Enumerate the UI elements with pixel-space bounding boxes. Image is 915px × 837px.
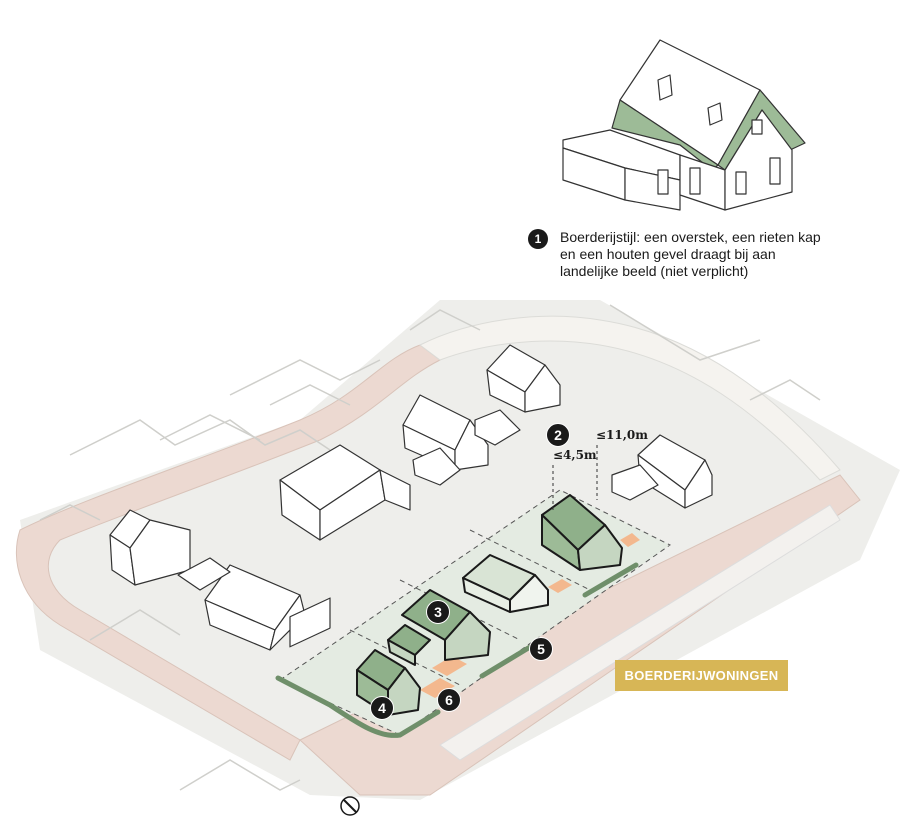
hedges [275, 562, 639, 738]
white-houses [109, 344, 713, 651]
marker-6: 6 [437, 688, 461, 712]
road-upper [419, 315, 841, 481]
category-tag: BOERDERIJWONINGEN [615, 660, 788, 691]
parcel-outlines [39, 304, 821, 791]
caption-text: Boerderijstijl: een overstek, een rieten… [560, 229, 821, 279]
ridge-height-label: ≤11,0m [596, 428, 648, 442]
farmhouse-illustration [562, 39, 806, 211]
road-main [299, 474, 861, 796]
marker-5: 5 [529, 637, 553, 661]
marker-4: 4 [370, 696, 394, 720]
caption-number-badge: 1 [528, 229, 548, 249]
driveways [420, 533, 640, 698]
eave-height-label: ≤4,5m [553, 448, 597, 462]
marker-2: 2 [546, 423, 570, 447]
sidewalk [439, 504, 841, 761]
marker-3: 3 [426, 600, 450, 624]
north-arrow-icon [340, 796, 360, 816]
green-houses [356, 494, 623, 716]
dimension-lines [552, 445, 598, 512]
ground-area [20, 300, 900, 800]
